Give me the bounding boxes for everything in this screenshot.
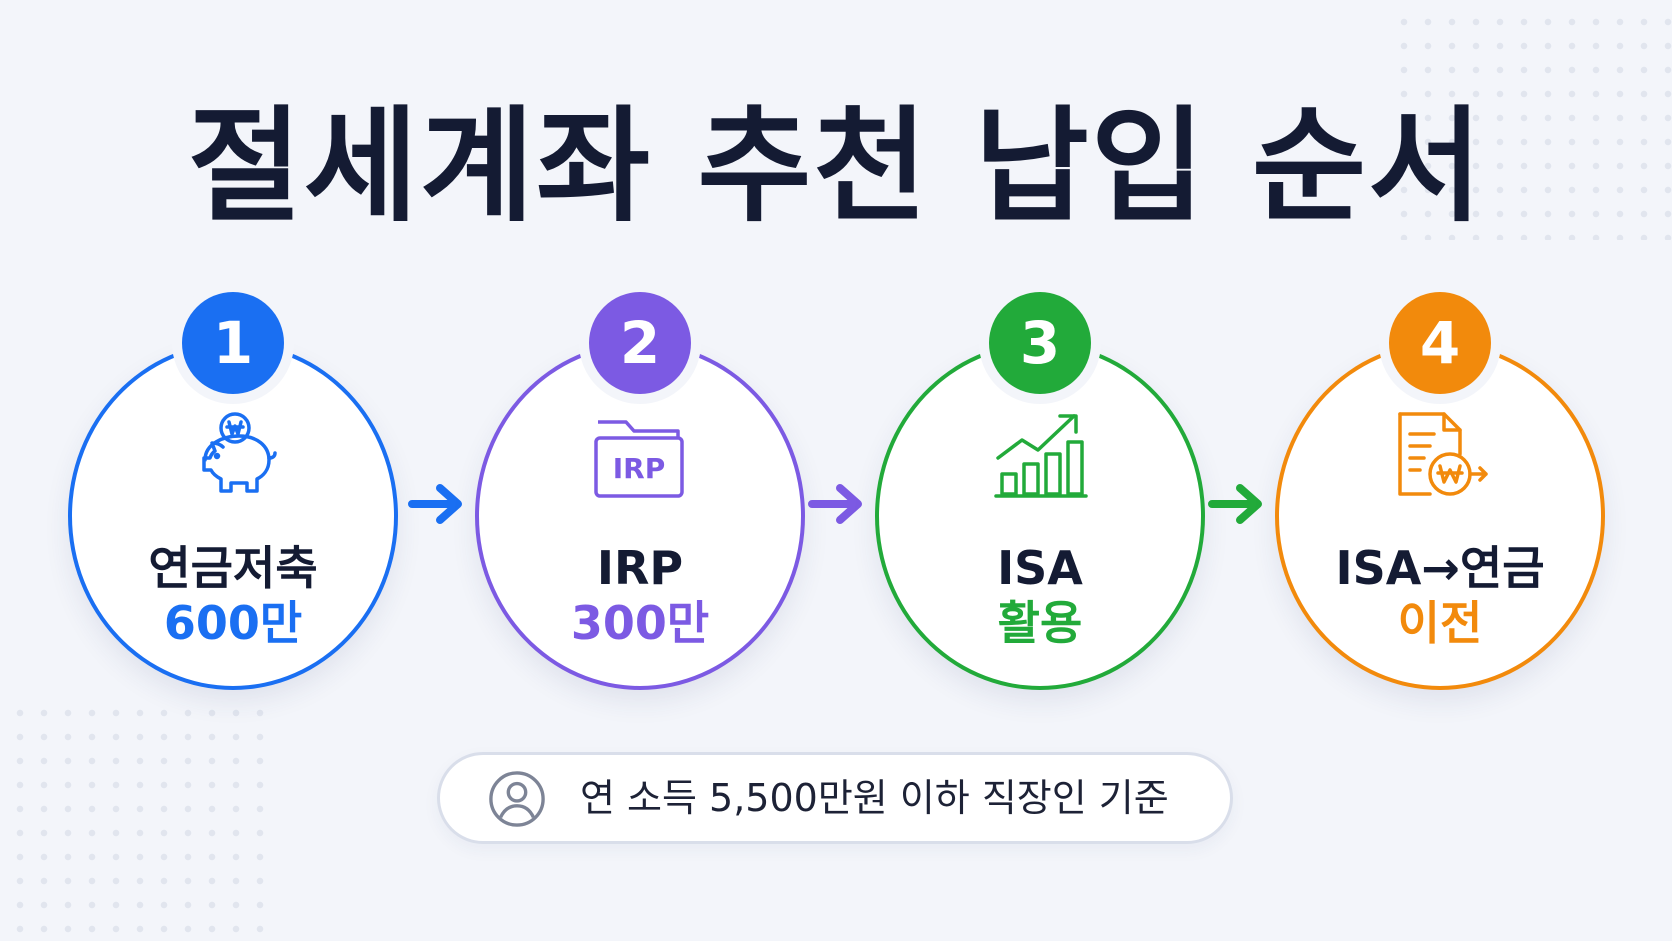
growth-chart-icon (994, 414, 1088, 498)
step-ring (475, 342, 805, 690)
step-name: ISA (997, 541, 1083, 595)
document-transfer-icon (1398, 412, 1488, 496)
folder-icon: IRP (594, 420, 684, 498)
step-name: 연금저축 (148, 541, 318, 595)
step-3: 3 ISA 활용 (875, 290, 1205, 690)
step-ring (68, 342, 398, 690)
step-number-badge: 4 (1389, 292, 1491, 394)
criteria-text: 연 소득 5,500만원 이하 직장인 기준 (580, 776, 1169, 820)
step-value: 600만 (163, 596, 303, 650)
step-value: 300만 (570, 596, 710, 650)
background-dots-bottom-left (8, 701, 278, 941)
folder-icon-label: IRP (613, 452, 666, 485)
criteria-note: 연 소득 5,500만원 이하 직장인 기준 (437, 752, 1233, 844)
step-4: 4 ISA→연금 이전 (1275, 290, 1605, 690)
step-name: IRP (596, 541, 684, 595)
step-number-badge: 1 (182, 292, 284, 394)
arrow-right-icon (1208, 484, 1262, 524)
step-1: 1 연금저축 600만 (68, 290, 398, 690)
arrow-right-icon (808, 484, 862, 524)
background-dots-top-right (1392, 10, 1672, 240)
step-value: 활용 (997, 596, 1083, 650)
page-title: 절세계좌 추천 납입 순서 (187, 95, 1485, 239)
user-icon (489, 771, 545, 827)
step-number-badge: 2 (589, 292, 691, 394)
arrow-right-icon (408, 484, 462, 524)
step-value: 이전 (1397, 596, 1483, 650)
step-number-badge: 3 (989, 292, 1091, 394)
step-name: ISA→연금 (1335, 541, 1545, 595)
step-2: 2 IRP IRP 300만 (475, 290, 805, 690)
piggy-bank-icon (202, 412, 277, 493)
